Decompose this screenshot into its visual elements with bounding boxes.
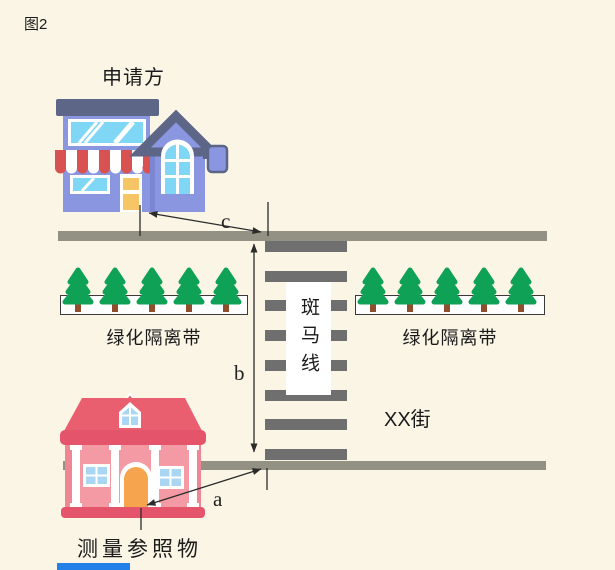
green-belt-right (355, 266, 545, 315)
tree-icon (468, 267, 500, 312)
house-door (124, 467, 148, 509)
shop-building-illustration (55, 99, 229, 212)
crosswalk-stripe (265, 390, 347, 401)
tree-icon (357, 267, 389, 312)
green-belt-left-label: 绿化隔离带 (106, 328, 202, 348)
tree-icon (431, 267, 463, 312)
shop-roof (56, 99, 159, 116)
road-bottom-edge (63, 461, 546, 470)
dim-c-label: c (221, 209, 231, 233)
tree-icon (136, 267, 168, 312)
house-eave (60, 430, 206, 445)
crosswalk-stripe (265, 241, 347, 252)
shop-awning (55, 150, 154, 174)
tree-icon (173, 267, 205, 312)
tree-icon (394, 267, 426, 312)
road-top-edge (58, 231, 547, 241)
crosswalk-stripe (265, 271, 347, 282)
tree-icon (62, 267, 94, 312)
dim-b-label: b (234, 361, 245, 385)
tree-icon (505, 267, 537, 312)
applicant-label: 申请方 (102, 67, 165, 89)
street-label: XX街 (384, 409, 431, 431)
figure-label: 图2 (24, 16, 48, 33)
tree-icon (99, 267, 131, 312)
shop-sign (206, 144, 229, 174)
house-base (61, 507, 205, 518)
reference-house-illustration (60, 392, 206, 518)
tree-icon (210, 267, 242, 312)
green-belt-left (60, 266, 248, 315)
green-belt-right-label: 绿化隔离带 (402, 328, 498, 348)
crosswalk-stripe (265, 419, 347, 430)
crosswalk-stripe (265, 449, 347, 460)
bottom-blue-bar (57, 563, 130, 570)
crossing-label: 斑马线 (298, 296, 319, 381)
shop-door (123, 178, 139, 190)
crossing-label-box: 斑马线 (286, 282, 331, 395)
reference-label: 测量参照物 (77, 538, 202, 561)
dim-c-arrow (148, 210, 262, 235)
dim-a-label: a (213, 487, 223, 511)
